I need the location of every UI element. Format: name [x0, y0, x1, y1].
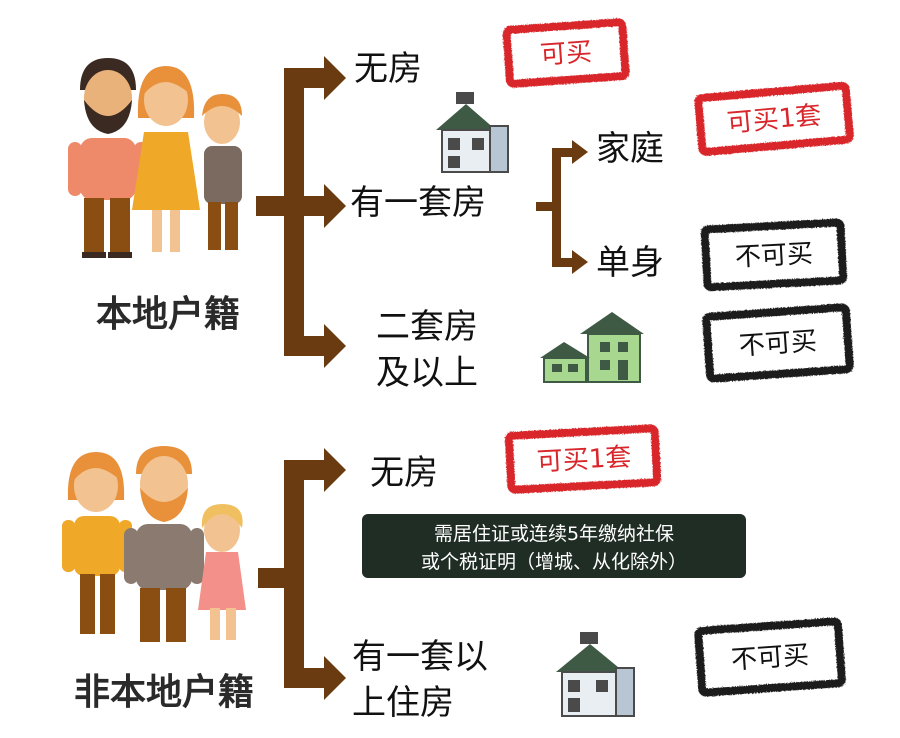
house-icon — [556, 632, 635, 717]
local-branch-connectors — [256, 56, 588, 368]
nonlocal-branch-connectors — [258, 448, 346, 700]
note-line-2: 或个税证明（增城、从化除外） — [421, 551, 687, 573]
local-no-house-label: 无房 — [354, 49, 422, 89]
note-line-1: 需居住证或连续5年缴纳社保 — [434, 523, 674, 545]
father-figure-icon — [68, 58, 148, 258]
child-figure-icon — [198, 504, 246, 640]
stamp-text: 不可买 — [738, 326, 818, 361]
local-group-label: 本地户籍 — [96, 294, 240, 335]
local-two-plus-label-line1: 二套房 — [376, 307, 478, 347]
arrow-icon — [572, 250, 588, 274]
mother-figure-icon — [132, 66, 200, 252]
nonlocal-family-illustration — [62, 446, 246, 642]
stamp-text: 可买 — [539, 37, 593, 71]
stamp-cannot-buy: 不可买 — [702, 303, 854, 383]
stamp-text: 不可买 — [730, 640, 810, 675]
stamp-can-buy: 可买 — [502, 18, 630, 88]
stamp-cannot-buy: 不可买 — [700, 218, 848, 292]
nonlocal-group-label: 非本地户籍 — [74, 672, 254, 713]
child-figure-icon — [202, 94, 242, 250]
stamp-can-buy-one: 可买1套 — [504, 424, 662, 494]
stamp-text: 可买1套 — [536, 443, 632, 478]
local-one-house-label: 有一套房 — [350, 183, 486, 223]
arrow-icon — [324, 56, 346, 100]
house-icon — [436, 92, 509, 173]
father-figure-icon — [124, 446, 204, 642]
local-two-plus-label-line2: 及以上 — [376, 353, 478, 393]
arrow-icon — [324, 448, 346, 492]
mother-figure-icon — [62, 452, 132, 634]
requirement-note: 需居住证或连续5年缴纳社保 或个税证明（增城、从化除外） — [362, 514, 746, 578]
arrow-icon — [572, 140, 588, 164]
nonlocal-no-house-label: 无房 — [370, 453, 438, 493]
stamp-can-buy-one: 可买1套 — [694, 81, 854, 156]
local-family-illustration — [68, 58, 242, 258]
local-family-label: 家庭 — [596, 129, 664, 169]
stamp-text: 不可买 — [734, 239, 813, 273]
arrow-icon — [324, 184, 346, 228]
stamp-cannot-buy: 不可买 — [694, 617, 846, 697]
arrow-icon — [324, 656, 346, 700]
stamp-text: 可买1套 — [726, 101, 823, 139]
nonlocal-one-plus-label-line2: 上住房 — [352, 683, 454, 723]
arrow-icon — [324, 324, 346, 368]
nonlocal-one-plus-label-line1: 有一套以 — [352, 637, 488, 677]
two-houses-icon — [540, 312, 644, 383]
local-single-label: 单身 — [596, 243, 664, 283]
